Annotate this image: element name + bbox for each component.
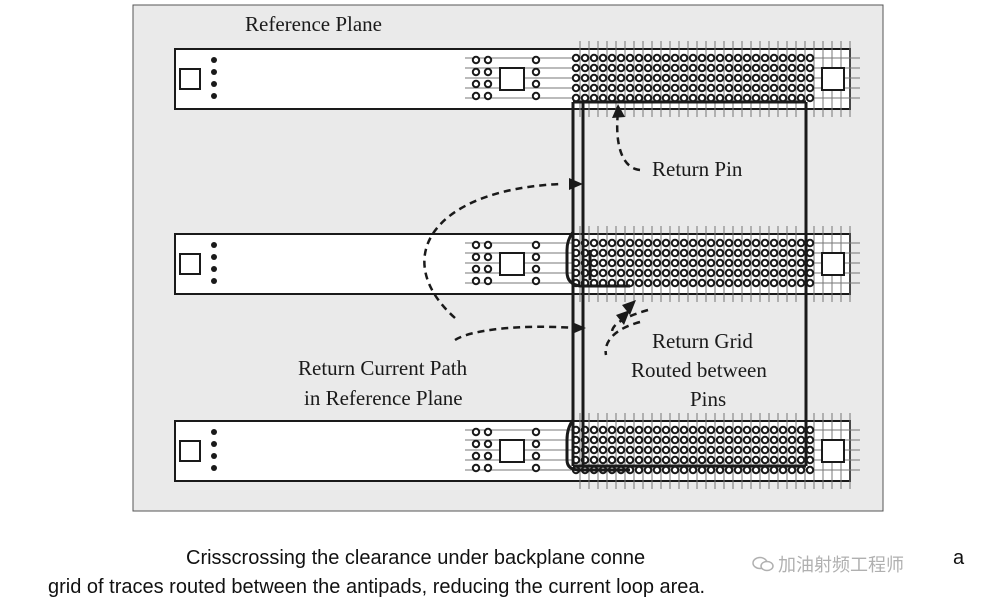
connector-square bbox=[499, 439, 525, 463]
caption-line-1-end-text: a bbox=[953, 547, 965, 569]
card-left-dot bbox=[211, 441, 217, 447]
arrow-heads bbox=[569, 104, 636, 334]
connector-right-square bbox=[821, 439, 845, 463]
watermark: 加油射频工程师 bbox=[752, 551, 904, 577]
label-reference-plane: Reference Plane bbox=[245, 12, 382, 36]
caption-line-1-text: Crisscrossing the clearance under backpl… bbox=[186, 547, 646, 569]
card-left-dot bbox=[211, 254, 217, 260]
return-pin-arrow bbox=[616, 111, 641, 172]
current-path-arrow-upper bbox=[423, 182, 561, 319]
card-left-dot bbox=[211, 57, 217, 63]
card-left-dot bbox=[211, 242, 217, 248]
card-left-dot bbox=[211, 69, 217, 75]
caption-line-1-end: a bbox=[953, 548, 964, 568]
connector-right-square bbox=[821, 67, 845, 91]
connector-right-square bbox=[821, 252, 845, 276]
card-left-square bbox=[179, 253, 201, 275]
card-left-dot bbox=[211, 266, 217, 272]
card-left-dot bbox=[211, 81, 217, 87]
caption-line-2: grid of traces routed between the antipa… bbox=[48, 577, 705, 597]
card-left-dot bbox=[211, 278, 217, 284]
connector-pins bbox=[471, 425, 845, 475]
label-return-current-path-1: Return Current Path bbox=[298, 356, 468, 380]
watermark-text: 加油射频工程师 bbox=[778, 555, 904, 576]
return-grid-arrow-1 bbox=[604, 320, 641, 356]
card-left-dot bbox=[211, 93, 217, 99]
card-left-dot bbox=[211, 453, 217, 459]
label-return-pin: Return Pin bbox=[652, 157, 743, 181]
label-return-grid-2: Routed between bbox=[631, 358, 767, 382]
card-left-dot bbox=[211, 465, 217, 471]
label-return-grid-1: Return Grid bbox=[652, 329, 753, 353]
connector-pins bbox=[471, 53, 845, 103]
label-return-grid-3: Pins bbox=[690, 387, 726, 411]
connector-square bbox=[499, 67, 525, 91]
connector-square bbox=[499, 252, 525, 276]
card-left-square bbox=[179, 68, 201, 90]
return-trace-lines bbox=[571, 100, 808, 468]
label-return-current-path-2: in Reference Plane bbox=[304, 386, 463, 410]
card-left-dot bbox=[211, 429, 217, 435]
wechat-icon bbox=[752, 556, 774, 572]
caption-line-2-text: grid of traces routed between the antipa… bbox=[48, 576, 706, 598]
connector-pin-fields bbox=[465, 41, 860, 489]
return-grid-traces bbox=[565, 231, 630, 472]
caption-line-1: Crisscrossing the clearance under backpl… bbox=[186, 548, 645, 568]
dashed-arrows bbox=[423, 111, 649, 356]
connector-pins bbox=[471, 238, 845, 288]
return-grid-arrow-2 bbox=[610, 308, 649, 333]
card-left-square bbox=[179, 440, 201, 462]
